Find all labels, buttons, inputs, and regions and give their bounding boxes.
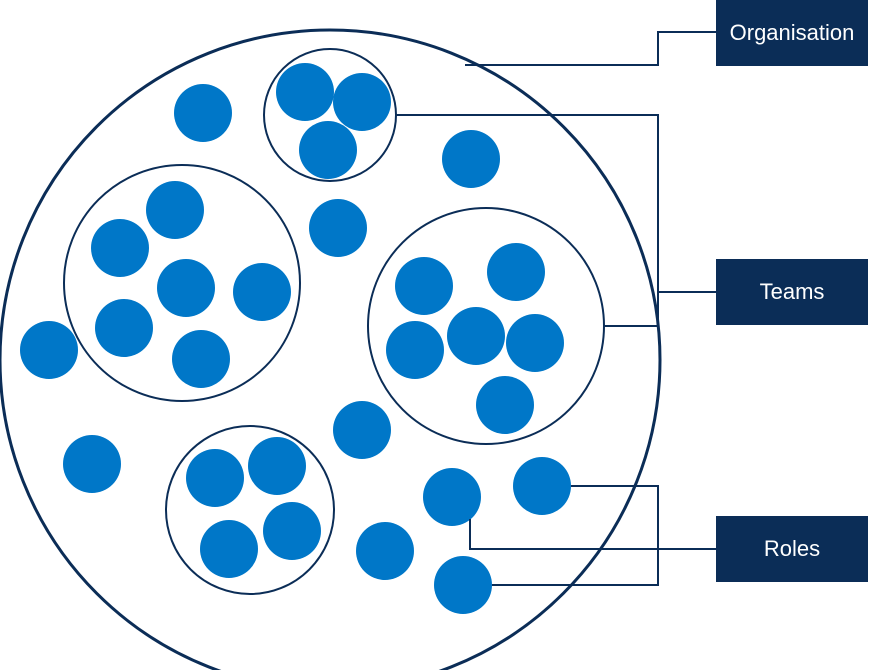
team-top-roles	[276, 63, 391, 179]
role-node	[276, 63, 334, 121]
roles-connector-top	[571, 485, 716, 550]
teams-connector-right	[604, 291, 716, 327]
role-node	[447, 307, 505, 365]
role-node	[200, 520, 258, 578]
roles-label: Roles	[716, 516, 868, 582]
organisation-connector	[465, 31, 716, 66]
teams-connector-top	[396, 114, 659, 292]
team-circle-left	[63, 164, 301, 402]
roles-connector-mid	[469, 519, 716, 550]
role-node	[248, 437, 306, 495]
role-node	[476, 376, 534, 434]
role-node	[172, 330, 230, 388]
team-circle-bottom	[165, 425, 335, 595]
role-node	[233, 263, 291, 321]
role-node	[487, 243, 545, 301]
role-node	[333, 73, 391, 131]
role-node	[386, 321, 444, 379]
role-node	[506, 314, 564, 372]
role-node	[174, 84, 232, 142]
role-node	[63, 435, 121, 493]
role-node	[423, 468, 481, 526]
role-node	[186, 449, 244, 507]
role-node	[146, 181, 204, 239]
role-node	[333, 401, 391, 459]
role-node	[309, 199, 367, 257]
connectors	[396, 31, 716, 586]
role-node	[91, 219, 149, 277]
standalone-roles	[20, 84, 571, 614]
role-node	[299, 121, 357, 179]
organisation-label: Organisation	[716, 0, 868, 66]
role-node	[95, 299, 153, 357]
teams-label: Teams	[716, 259, 868, 325]
role-node	[263, 502, 321, 560]
role-node	[356, 522, 414, 580]
organisation-circle	[0, 28, 662, 670]
role-node	[20, 321, 78, 379]
role-node	[395, 257, 453, 315]
team-right-roles	[386, 243, 564, 434]
team-left-roles	[91, 181, 291, 388]
team-bottom-roles	[186, 437, 321, 578]
role-node	[434, 556, 492, 614]
role-node	[513, 457, 571, 515]
roles-connector-bottom	[492, 549, 659, 586]
role-node	[442, 130, 500, 188]
role-node	[157, 259, 215, 317]
